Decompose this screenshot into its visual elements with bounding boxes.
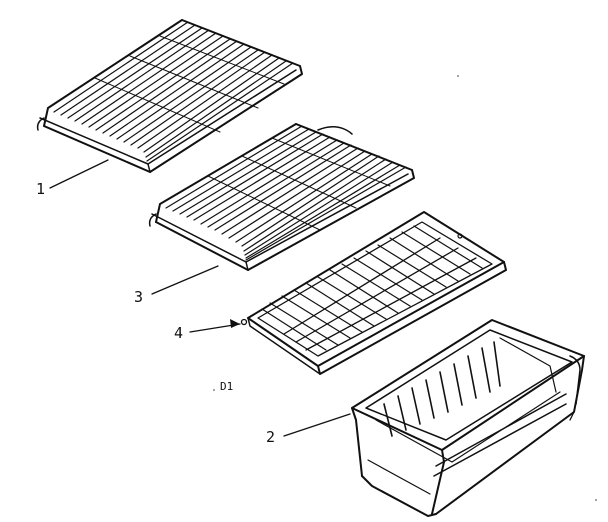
figure-code: D1 <box>220 380 233 393</box>
callout-3: 3 <box>134 288 143 306</box>
flat-grid-shelf <box>240 211 507 375</box>
wire-shelf-top <box>36 19 303 173</box>
callout-2: 2 <box>266 428 275 446</box>
callout-1: 1 <box>36 180 45 198</box>
leader-lines <box>49 159 351 437</box>
scan-speck <box>457 75 459 77</box>
callout-4: 4 <box>174 324 183 342</box>
scan-speck <box>213 389 215 391</box>
scan-speck <box>595 499 597 501</box>
wire-shelf-middle <box>148 123 415 271</box>
crisper-bin <box>351 319 585 517</box>
